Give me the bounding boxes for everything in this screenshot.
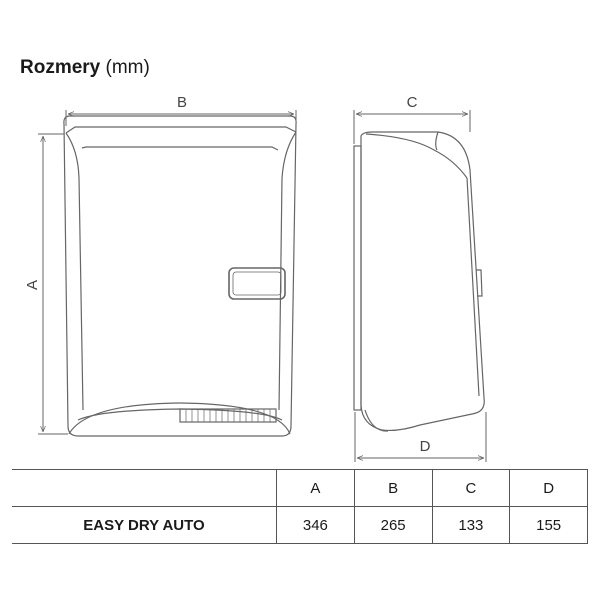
table-value-a: 346 bbox=[276, 506, 355, 544]
side-top-curve bbox=[365, 133, 468, 179]
title-main: Rozmery bbox=[20, 57, 101, 78]
table-header-a: A bbox=[276, 469, 355, 507]
dimension-a bbox=[38, 133, 68, 435]
front-view bbox=[63, 115, 297, 437]
front-latch-inner bbox=[232, 271, 282, 296]
dimension-drawing: B A C D bbox=[24, 94, 487, 462]
dimension-c bbox=[353, 110, 471, 144]
table-value-d: 155 bbox=[509, 506, 588, 544]
side-top-curve-inner bbox=[435, 131, 439, 151]
title-unit: (mm) bbox=[105, 57, 150, 78]
front-grill-slats bbox=[185, 409, 271, 422]
front-bottom-curve bbox=[68, 402, 291, 435]
side-latch-bump bbox=[476, 269, 483, 297]
dimension-b bbox=[65, 110, 297, 126]
table-value-c: 133 bbox=[431, 506, 511, 544]
front-left-inner-edge bbox=[65, 132, 84, 411]
table-value-b: 265 bbox=[353, 506, 433, 544]
front-inner-face bbox=[81, 146, 279, 151]
table-row: EASY DRY AUTO 346 265 133 155 bbox=[12, 506, 588, 544]
dimension-d bbox=[354, 412, 487, 462]
front-right-inner-edge bbox=[278, 131, 297, 411]
side-wall-plate bbox=[353, 145, 362, 411]
table-header-c: C bbox=[431, 469, 511, 507]
side-bottom-curve bbox=[364, 409, 389, 432]
front-top-bevel bbox=[65, 126, 297, 134]
dim-label-d: D bbox=[420, 438, 431, 455]
table-header-b: B bbox=[353, 469, 433, 507]
front-latch bbox=[228, 267, 286, 300]
table-model-name: EASY DRY AUTO bbox=[12, 506, 277, 544]
table-header-empty bbox=[12, 469, 277, 507]
side-front-slant bbox=[466, 177, 480, 397]
table-header-row: A B C D bbox=[12, 469, 588, 507]
dim-label-c: C bbox=[407, 94, 418, 111]
side-view bbox=[353, 131, 485, 432]
dim-label-b: B bbox=[177, 94, 187, 111]
front-outer-shell bbox=[63, 115, 297, 437]
dimensions-table: A B C D EASY DRY AUTO 346 265 133 155 bbox=[12, 469, 588, 544]
dim-label-a: A bbox=[24, 280, 41, 290]
page-title: Rozmery (mm) bbox=[20, 56, 150, 80]
table-header-d: D bbox=[509, 469, 588, 507]
